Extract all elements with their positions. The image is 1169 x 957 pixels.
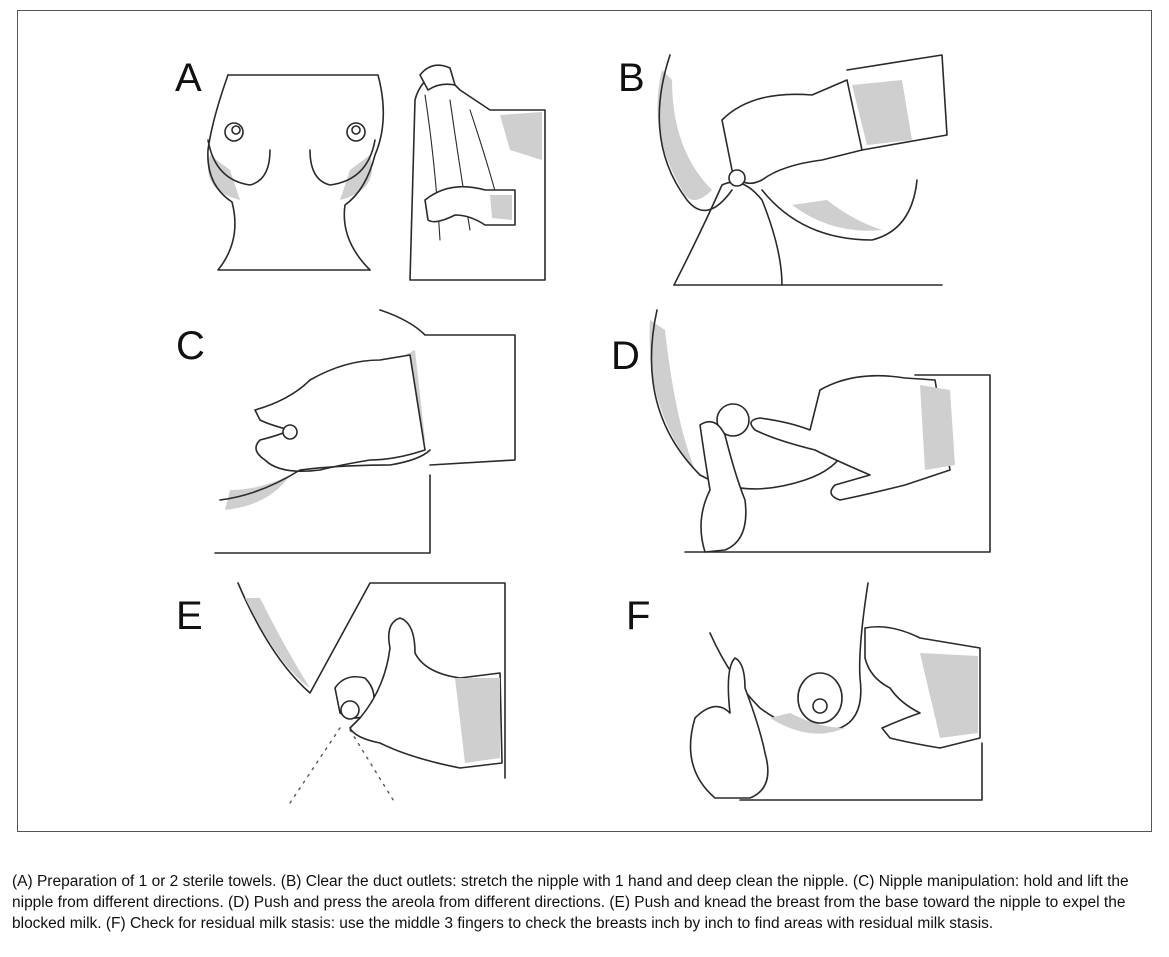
panel-f-letter: F [626, 594, 651, 638]
figure-caption: (A) Preparation of 1 or 2 sterile towels… [12, 872, 1129, 932]
panel-d-illustration [649, 309, 991, 553]
panel-b-illustration [657, 54, 948, 286]
panel-b-letter: B [618, 56, 645, 100]
panel-c: C [170, 300, 520, 555]
panel-f-illustration [689, 582, 983, 801]
panel-a: A [170, 40, 560, 285]
panel-c-illustration [214, 309, 516, 554]
panel-f: F [620, 578, 990, 803]
panel-a-letter: A [175, 56, 202, 100]
panel-e: E [170, 578, 515, 808]
panel-a-torso-illustration [207, 64, 546, 281]
panel-e-illustration [237, 582, 506, 804]
panel-c-letter: C [176, 324, 205, 368]
panel-d-letter: D [611, 334, 640, 378]
panel-e-letter: E [176, 594, 203, 638]
panel-b: B [612, 40, 952, 290]
panel-d: D [605, 300, 995, 555]
